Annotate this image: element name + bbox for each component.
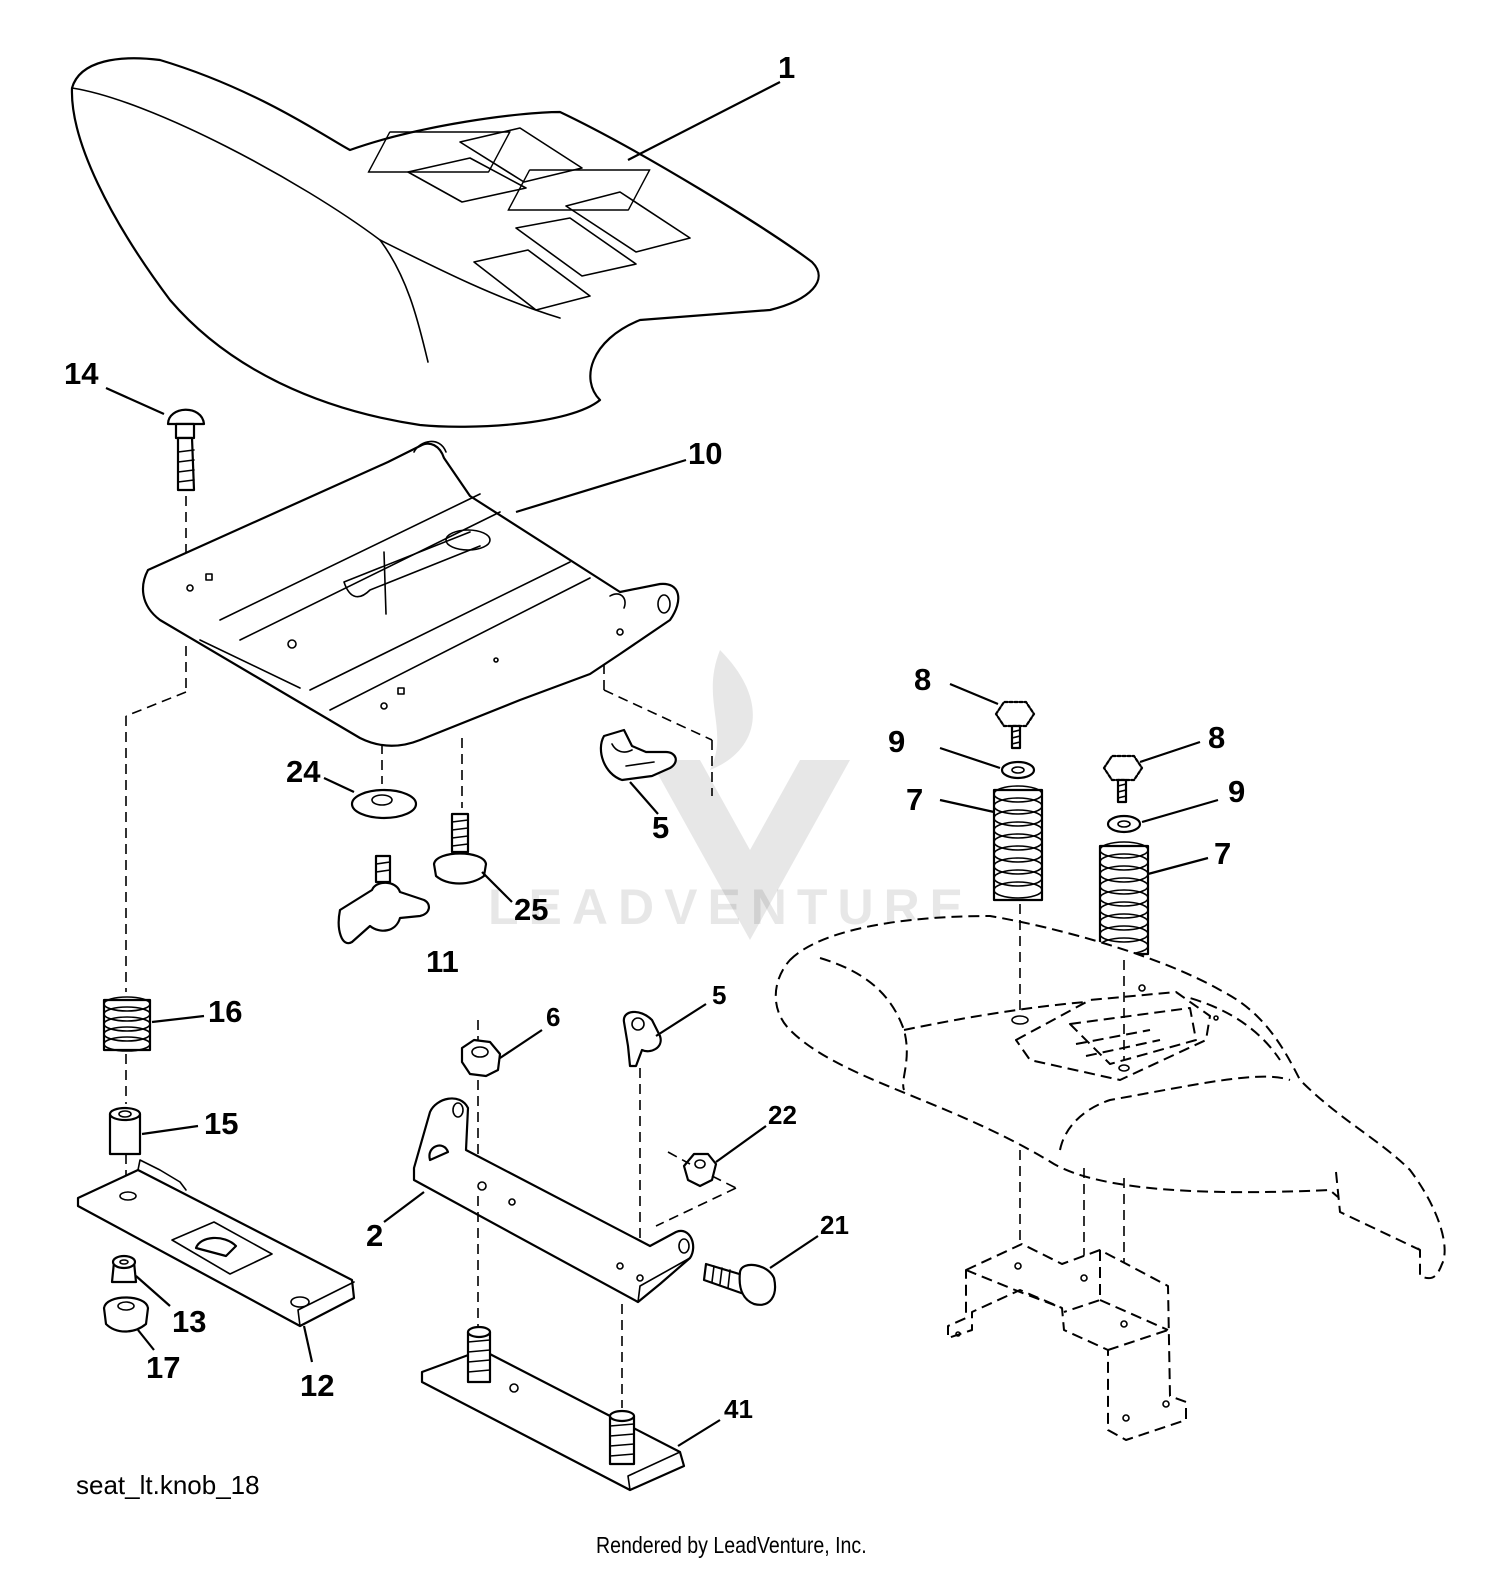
shoulder-bolt-8-left[interactable] [994,700,1036,750]
callout-15: 15 [204,1106,238,1141]
wire-clip-upper[interactable] [599,728,677,782]
seat-cushion[interactable] [70,57,820,428]
nut-22[interactable] [682,1152,718,1188]
callout-5b: 5 [712,980,726,1010]
slide-plate-12[interactable] [76,1159,356,1328]
washer-9-left[interactable] [1000,760,1036,780]
callout-16: 16 [208,994,242,1029]
callout-8b: 8 [1208,720,1225,755]
stud-plate-41[interactable] [420,1325,686,1492]
callout-25: 25 [514,892,548,927]
callout-10: 10 [688,436,722,471]
shoulder-bolt-8-right[interactable] [1102,754,1144,804]
seat-bracket-2[interactable] [412,1097,695,1304]
callout-1: 1 [778,50,795,85]
callout-6: 6 [546,1002,560,1032]
callout-2: 2 [366,1218,383,1253]
callout-11: 11 [426,944,459,979]
callout-17: 17 [146,1350,180,1385]
callout-22: 22 [768,1100,797,1130]
callout-9b: 9 [1228,774,1245,809]
flange-nut-17[interactable] [102,1296,150,1333]
seat-spring-7-right[interactable] [1098,841,1150,956]
washer-24[interactable] [350,788,418,820]
nut-13[interactable] [110,1254,138,1284]
callout-13: 13 [172,1304,206,1339]
washer-9-right[interactable] [1106,814,1142,834]
flange-bolt-21[interactable] [702,1262,777,1306]
compression-spring-16[interactable] [102,996,152,1052]
callout-41: 41 [724,1394,753,1424]
callout-9a: 9 [888,724,905,759]
callout-12: 12 [300,1368,334,1403]
flange-bolt-25[interactable] [432,812,488,885]
carriage-bolt[interactable] [166,408,206,492]
callout-5a: 5 [652,810,669,845]
hex-nut-6[interactable] [460,1038,502,1078]
figure-id-label: seat_lt.knob_18 [76,1470,260,1500]
frame-bracket-reference [947,1243,1187,1441]
spacer-15[interactable] [108,1106,142,1156]
callout-24: 24 [286,754,321,789]
callout-21: 21 [820,1210,849,1240]
seat-spring-7-left[interactable] [992,785,1044,902]
wire-clip-lower[interactable] [622,1010,662,1068]
leadventure-watermark-logo [650,650,850,940]
adjustment-knob[interactable] [337,854,430,945]
callout-14: 14 [64,356,99,391]
callout-7b: 7 [1214,836,1231,871]
seat-pan[interactable] [141,440,680,747]
callout-8a: 8 [914,662,931,697]
fender-reference [774,915,1446,1280]
render-credit: Rendered by LeadVenture, Inc. [596,1532,867,1558]
callout-7a: 7 [906,782,923,817]
